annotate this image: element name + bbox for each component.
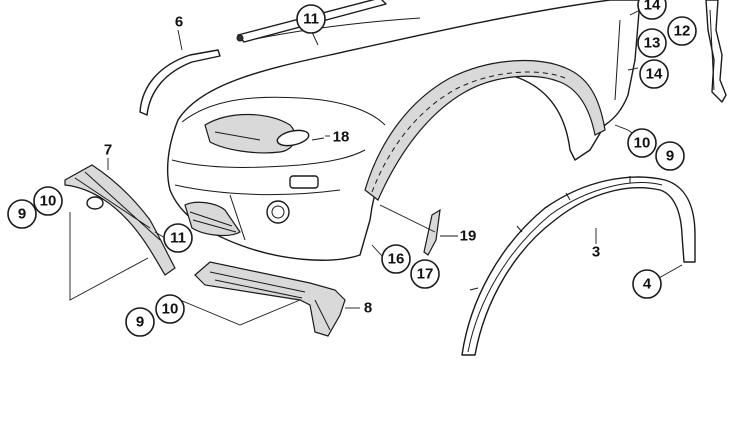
callout-12: 12 bbox=[667, 16, 697, 46]
callout-14-b: 14 bbox=[639, 59, 669, 89]
leader-lines bbox=[69, 9, 683, 326]
svg-text:4: 4 bbox=[643, 276, 652, 293]
callout-14-a: 14 bbox=[637, 0, 667, 20]
callout-13: 13 bbox=[637, 28, 667, 58]
label-6: 6 bbox=[175, 14, 183, 31]
svg-text:14: 14 bbox=[646, 66, 663, 83]
callout-9-right: 9 bbox=[655, 141, 685, 171]
callout-11-left: 11 bbox=[163, 223, 193, 253]
svg-text:10: 10 bbox=[40, 193, 57, 210]
plain-labels: 6 7 18 19 3 8 bbox=[104, 14, 600, 317]
label-18: 18 bbox=[333, 129, 350, 146]
wheel-arch-trim bbox=[364, 59, 606, 201]
callout-10-bottom: 10 bbox=[155, 294, 185, 324]
svg-text:9: 9 bbox=[18, 206, 26, 223]
bracket-part-12 bbox=[705, 0, 727, 103]
label-8: 8 bbox=[364, 300, 372, 317]
svg-text:10: 10 bbox=[634, 135, 651, 152]
svg-text:12: 12 bbox=[674, 23, 691, 40]
svg-text:9: 9 bbox=[666, 148, 674, 165]
inner-trim-part-7 bbox=[64, 158, 176, 276]
callout-10-left: 10 bbox=[33, 186, 63, 216]
lower-bracket-part-8 bbox=[194, 261, 360, 337]
seal-part-6 bbox=[139, 29, 221, 116]
svg-text:10: 10 bbox=[162, 301, 179, 318]
label-7: 7 bbox=[104, 142, 112, 159]
svg-text:11: 11 bbox=[170, 230, 186, 247]
svg-text:16: 16 bbox=[388, 251, 405, 268]
svg-text:13: 13 bbox=[644, 35, 661, 52]
label-3: 3 bbox=[592, 244, 600, 261]
callout-4: 4 bbox=[632, 269, 662, 299]
callout-11-top: 11 bbox=[296, 4, 326, 34]
callout-17: 17 bbox=[410, 259, 440, 289]
wheel-arch-moulding-part-3 bbox=[461, 176, 696, 356]
callout-16: 16 bbox=[381, 244, 411, 274]
callout-9-bottom: 9 bbox=[125, 307, 155, 337]
svg-text:9: 9 bbox=[136, 314, 144, 331]
svg-text:11: 11 bbox=[303, 11, 319, 28]
svg-text:14: 14 bbox=[644, 0, 661, 14]
callout-9-left: 9 bbox=[7, 199, 37, 229]
callouts: 11 14 13 12 14 10 9 10 bbox=[7, 0, 697, 337]
label-19: 19 bbox=[460, 228, 477, 245]
svg-text:17: 17 bbox=[417, 266, 434, 283]
trim-part-19 bbox=[423, 208, 458, 256]
callout-10-right: 10 bbox=[627, 128, 657, 158]
